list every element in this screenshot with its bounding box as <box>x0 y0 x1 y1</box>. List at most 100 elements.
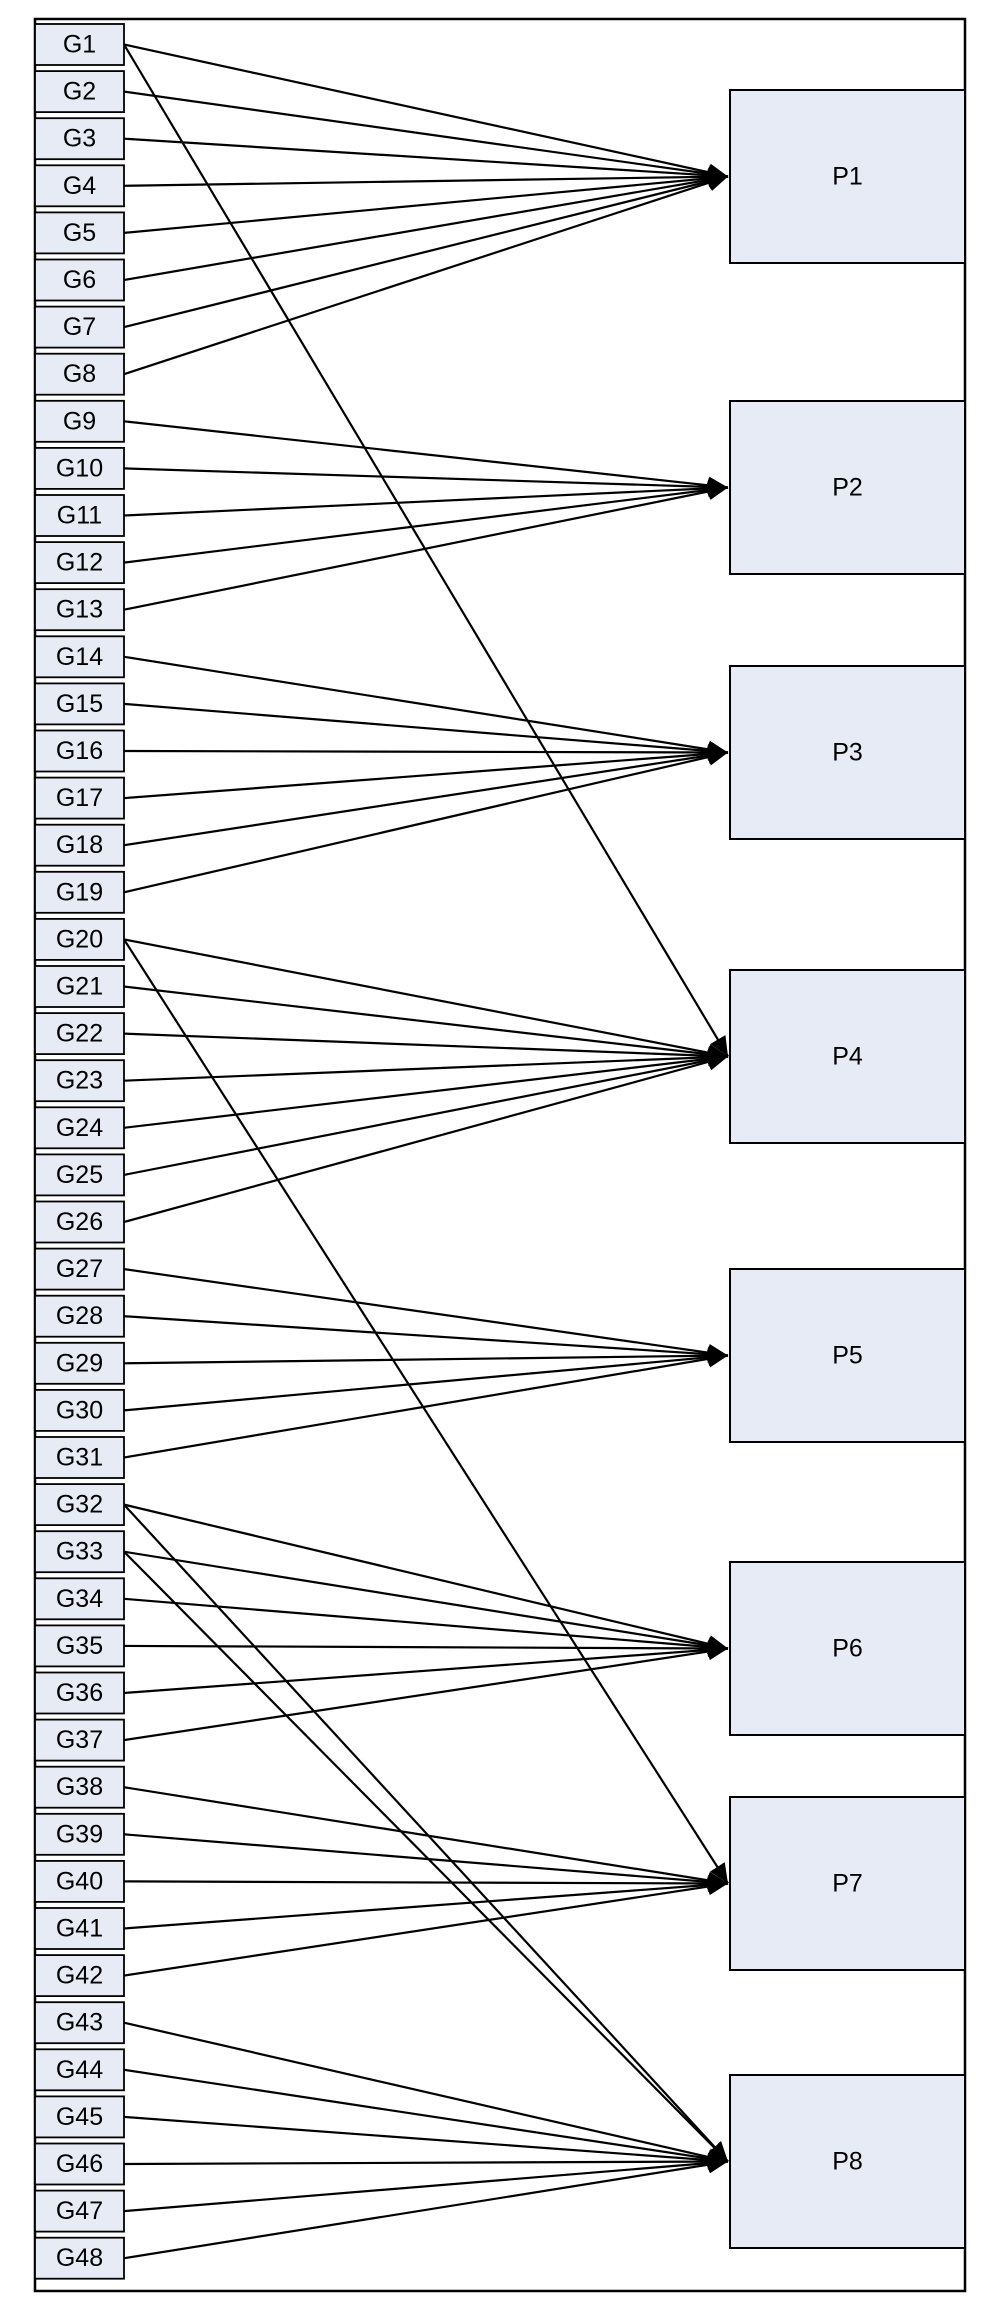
gene-box <box>34 1954 125 1997</box>
gene-node-g12: G12 <box>34 541 125 584</box>
edge-g2-to-p1 <box>123 90 729 183</box>
gene-label: G40 <box>56 1867 103 1895</box>
gene-box <box>34 1765 125 1809</box>
gene-node-g28: G28 <box>34 1294 125 1338</box>
gene-box <box>34 1247 125 1291</box>
gene-label: G43 <box>56 2009 103 2037</box>
gene-label: G14 <box>56 643 103 671</box>
edge-g7-to-p1 <box>123 172 729 329</box>
gene-node-g35: G35 <box>34 1624 125 1668</box>
p-node-p8: P8 <box>729 2074 966 2249</box>
gene-label: G13 <box>56 596 103 624</box>
edge-g18-to-p3 <box>123 746 729 847</box>
gene-node-g20: G20 <box>34 918 125 961</box>
edge-g9-to-p2 <box>123 420 729 495</box>
edge-g3-to-p1 <box>123 137 729 185</box>
edge-g17-to-p3 <box>123 745 729 800</box>
gene-node-g45: G45 <box>34 2095 125 2139</box>
edge-g36-to-p6 <box>123 1641 729 1695</box>
gene-box <box>34 1012 125 1055</box>
gene-box <box>34 1294 125 1338</box>
gene-box <box>34 494 125 537</box>
gene-label: G28 <box>56 1302 103 1330</box>
edge-g43-to-p8 <box>123 2021 729 2166</box>
p-label: P8 <box>832 2148 863 2176</box>
gene-node-g3: G3 <box>34 117 125 161</box>
p-box <box>729 1561 966 1736</box>
gene-label: G4 <box>63 172 96 200</box>
gene-label: G7 <box>63 313 96 341</box>
edge-g20-to-p7 <box>123 938 729 1885</box>
gene-node-g18: G18 <box>34 823 125 867</box>
gene-node-g21: G21 <box>34 965 125 1008</box>
p-label: P3 <box>832 739 863 767</box>
edge-g46-to-p8 <box>123 2152 729 2171</box>
gene-label: G34 <box>56 1585 103 1613</box>
gene-label: G20 <box>56 925 103 953</box>
gene-node-g42: G42 <box>34 1954 125 1997</box>
gene-box <box>34 117 125 161</box>
edge-g31-to-p5 <box>123 1350 729 1459</box>
gene-node-g5: G5 <box>34 211 125 255</box>
gene-box <box>34 776 125 820</box>
gene-box <box>34 2095 125 2139</box>
edge-g10-to-p2 <box>123 467 729 496</box>
p-label: P5 <box>832 1342 863 1370</box>
gene-label: G3 <box>63 125 96 153</box>
gene-label: G35 <box>56 1632 103 1660</box>
gene-node-g37: G37 <box>34 1718 125 1762</box>
gene-node-g48: G48 <box>34 2236 125 2280</box>
edge-g8-to-p1 <box>123 174 729 376</box>
gene-box <box>34 23 125 66</box>
gene-node-g38: G38 <box>34 1765 125 1809</box>
gene-box <box>34 1812 125 1856</box>
gene-label: G18 <box>56 831 103 859</box>
edge-g1-to-p1 <box>123 43 729 181</box>
gene-node-g41: G41 <box>34 1907 125 1950</box>
gene-box <box>34 1106 125 1150</box>
gene-box <box>34 1389 125 1432</box>
gene-node-g11: G11 <box>34 494 125 537</box>
gene-box <box>34 2236 125 2280</box>
gene-label: G24 <box>56 1114 103 1142</box>
gene-node-g40: G40 <box>34 1860 125 1903</box>
p-label: P7 <box>832 1870 863 1898</box>
edge-g33-to-p6 <box>123 1550 729 1655</box>
edge-g38-to-p7 <box>123 1786 729 1890</box>
gene-node-g23: G23 <box>34 1059 125 1103</box>
gene-label: G38 <box>56 1773 103 1801</box>
gene-box <box>34 682 125 726</box>
p-node-p4: P4 <box>729 969 966 1144</box>
edge-g33-to-p8 <box>123 1550 729 2163</box>
gene-box <box>34 352 125 396</box>
edge-g48-to-p8 <box>123 2155 729 2260</box>
edge-g41-to-p7 <box>123 1876 729 1930</box>
gene-box <box>34 399 125 443</box>
gene-node-g39: G39 <box>34 1812 125 1856</box>
gene-box <box>34 305 125 349</box>
edge-g5-to-p1 <box>123 169 729 234</box>
gene-label: G22 <box>56 1020 103 1048</box>
gene-label: G16 <box>56 737 103 765</box>
gene-node-g13: G13 <box>34 588 125 632</box>
gene-box <box>34 1577 125 1621</box>
edge-g1-to-p4 <box>123 43 729 1058</box>
gene-label: G32 <box>56 1491 103 1519</box>
gene-box <box>34 211 125 255</box>
gene-node-g7: G7 <box>34 305 125 349</box>
p-box <box>729 2074 966 2249</box>
gene-nodes-layer: G1G2G3G4G5G6G7G8G9G10G11G12G13G14G15G16G… <box>34 23 125 2280</box>
gene-node-g32: G32 <box>34 1483 125 1526</box>
gene-label: G27 <box>56 1255 103 1283</box>
edge-g29-to-p5 <box>123 1346 729 1365</box>
gene-label: G1 <box>63 31 96 59</box>
gene-box <box>34 588 125 632</box>
edge-g27-to-p5 <box>123 1268 729 1362</box>
gene-label: G5 <box>63 219 96 247</box>
gene-node-g1: G1 <box>34 23 125 66</box>
edge-g26-to-p4 <box>123 1053 729 1224</box>
edge-g11-to-p2 <box>123 479 729 517</box>
p-box <box>729 400 966 575</box>
gene-node-g43: G43 <box>34 2001 125 2045</box>
